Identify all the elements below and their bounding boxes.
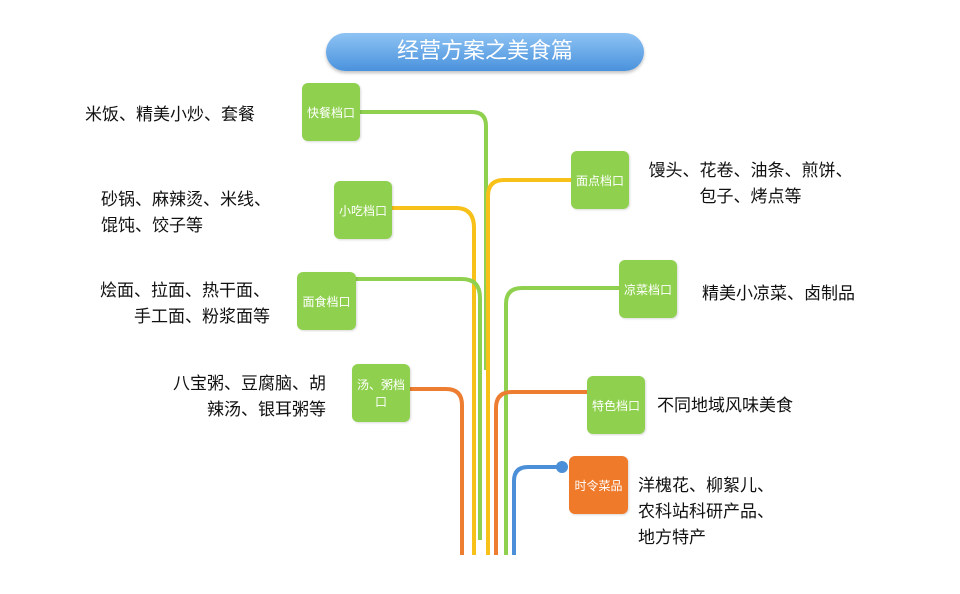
connector-tese: [494, 390, 588, 555]
connector-dot-shiling: [556, 461, 568, 473]
stall-desc-kuaican: 米饭、精美小炒、套餐: [85, 102, 255, 128]
stall-desc-line: 地方特产: [638, 528, 706, 548]
page-title: 经营方案之美食篇: [326, 33, 644, 71]
stall-box-miandian: 面点档口: [571, 151, 629, 209]
stall-desc-shiling: 洋槐花、柳絮儿、 农科站科研产品、 地方特产: [638, 473, 774, 551]
stall-box-tangzhou: 汤、粥档口: [352, 364, 410, 422]
stall-desc-line: 农科站科研产品、: [638, 502, 774, 522]
stall-desc-miandian: 馒头、花卷、油条、煎饼、 包子、烤点等: [638, 158, 863, 210]
connector-shiling: [512, 465, 562, 555]
stall-desc-line: 辣汤、银耳粥等: [207, 400, 326, 420]
stall-desc-liangcai: 精美小凉菜、卤制品: [702, 281, 855, 307]
stall-desc-line: 八宝粥、豆腐脑、胡: [173, 374, 326, 394]
stall-desc-tese: 不同地域风味美食: [657, 393, 793, 419]
stall-desc-line: 馒头、花卷、油条、煎饼、: [648, 161, 853, 181]
connector-kuaican: [360, 110, 488, 370]
connector-mianshi: [356, 277, 482, 540]
connector-tangzhou: [410, 387, 464, 555]
stall-desc-line: 烩面、拉面、热干面、: [100, 281, 270, 301]
stall-desc-line: 洋槐花、柳絮儿、: [638, 476, 774, 496]
connector-xiaochi: [392, 206, 476, 555]
stall-desc-line: 不同地域风味美食: [657, 396, 793, 416]
stall-desc-mianshi: 烩面、拉面、热干面、 手工面、粉浆面等: [90, 278, 270, 330]
stall-desc-line: 米饭、精美小炒、套餐: [85, 105, 255, 125]
stall-desc-line: 包子、烤点等: [699, 187, 802, 207]
stall-desc-xiaochi: 砂锅、麻辣烫、米线、 馄饨、饺子等: [101, 187, 271, 239]
stall-desc-line: 精美小凉菜、卤制品: [702, 284, 855, 304]
stall-box-tese: 特色档口: [587, 376, 645, 434]
stall-desc-line: 砂锅、麻辣烫、米线、: [101, 190, 271, 210]
connector-liangcai: [504, 286, 619, 555]
connector-miandian: [486, 178, 571, 555]
stall-desc-line: 馄饨、饺子等: [101, 216, 203, 236]
stall-box-kuaican: 快餐档口: [302, 83, 360, 141]
stall-box-liangcai: 凉菜档口: [619, 260, 677, 318]
stall-box-xiaochi: 小吃档口: [334, 181, 392, 239]
stall-desc-tangzhou: 八宝粥、豆腐脑、胡 辣汤、银耳粥等: [150, 371, 326, 423]
stall-box-shiling: 时令菜品: [569, 456, 628, 514]
stall-box-mianshi: 面食档口: [297, 272, 356, 330]
stall-desc-line: 手工面、粉浆面等: [134, 307, 270, 327]
